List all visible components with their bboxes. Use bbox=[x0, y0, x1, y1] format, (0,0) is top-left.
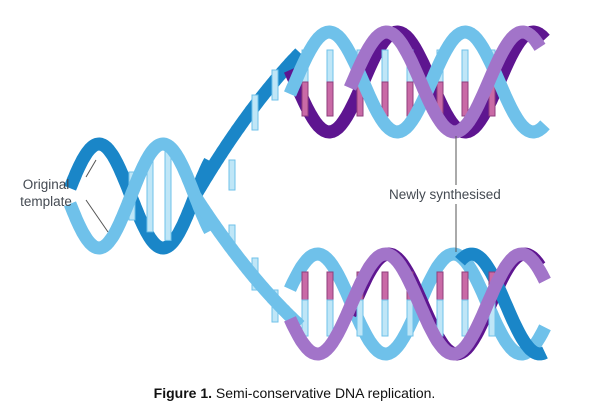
original-label-line1: Original bbox=[22, 177, 70, 192]
caption-prefix: Figure 1. bbox=[153, 385, 213, 401]
caption-text: Semi-conservative DNA replication. bbox=[215, 385, 436, 401]
lower-rung-template-4 bbox=[381, 299, 389, 337]
fork-upper-rung-2 bbox=[251, 94, 259, 131]
figure-caption: Figure 1. Semi-conservative DNA replicat… bbox=[0, 385, 589, 401]
lower-rung-new-4 bbox=[381, 271, 389, 301]
upper-rung-new-2 bbox=[326, 81, 334, 117]
upper-rung-new-7 bbox=[461, 81, 469, 117]
original-label-leader bbox=[85, 159, 109, 233]
lower-rung-new-2 bbox=[326, 271, 334, 301]
upper-rung-template-2 bbox=[326, 49, 334, 83]
fork-upper-template-strand bbox=[189, 48, 305, 200]
upper-new-light-strand bbox=[344, 25, 546, 139]
upper-template-strand bbox=[284, 25, 550, 139]
original-template-a-strand bbox=[63, 137, 216, 255]
newly-synthesised-label: Newly synthesised bbox=[389, 187, 501, 202]
lower-rung-template-5 bbox=[406, 299, 414, 337]
lower-rung-new-1 bbox=[301, 271, 309, 301]
fork-upper-rung-1 bbox=[228, 159, 236, 191]
upper-rung-template-4 bbox=[381, 49, 389, 83]
fork-upper-rung-3 bbox=[271, 69, 279, 101]
original-rung-2 bbox=[164, 151, 172, 241]
original-label-line2: template bbox=[20, 194, 72, 209]
original-template-b-strand bbox=[63, 137, 216, 255]
upper-rung-template-7 bbox=[461, 49, 469, 83]
front-strands bbox=[63, 25, 551, 361]
lower-rung-template-7 bbox=[461, 299, 469, 337]
lower-new-strand bbox=[284, 247, 551, 361]
lower-rung-new-6 bbox=[436, 271, 444, 301]
lower-template-dark-strand bbox=[455, 247, 550, 361]
lower-rung-new-7 bbox=[461, 271, 469, 301]
original-template-label: Original template bbox=[8, 176, 84, 210]
label-leader-lines bbox=[85, 136, 457, 252]
fork-lower-template-strand bbox=[189, 192, 305, 331]
upper-rung-new-1 bbox=[301, 81, 309, 117]
